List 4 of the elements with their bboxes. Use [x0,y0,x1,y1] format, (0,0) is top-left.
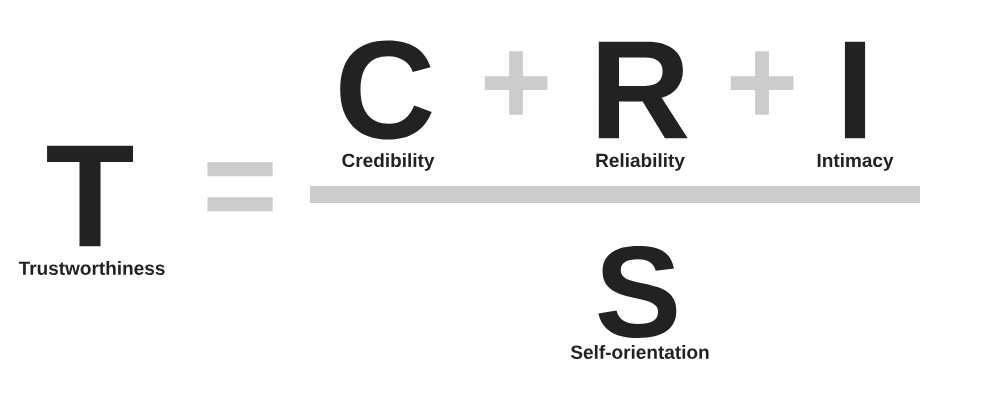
fraction-bar [310,186,920,203]
variable-letter: T [47,145,133,247]
variable-caption: Self-orientation [570,345,709,359]
variable-caption: Trustworthiness [18,261,165,275]
